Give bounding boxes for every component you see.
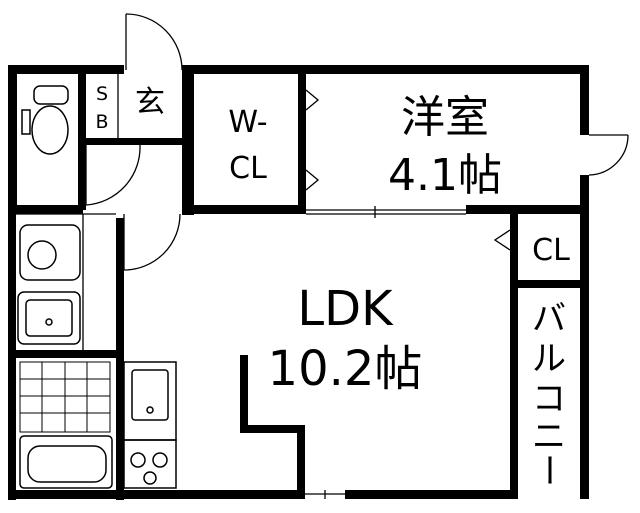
labels: 玄 S B W- CL 洋室 4.1帖 CL LDK 10.2帖 バ ル コ ニ… bbox=[95, 83, 570, 487]
ldk-name: LDK bbox=[297, 281, 394, 337]
western-room-name: 洋室 bbox=[401, 92, 489, 143]
balcony-char-4: ニ bbox=[532, 417, 566, 457]
balcony-label: バ ル コ ニ ー bbox=[528, 299, 568, 487]
washroom-door-arc bbox=[123, 213, 181, 271]
balcony-char-2: ル bbox=[532, 339, 566, 379]
doors bbox=[85, 13, 629, 271]
balcony-char-5: ー bbox=[528, 453, 568, 487]
balcony-char-3: コ bbox=[532, 379, 566, 419]
entrance-door-arc bbox=[125, 13, 183, 71]
walk-in-closet-label-2: CL bbox=[229, 151, 267, 186]
walk-in-closet-label-1: W- bbox=[228, 105, 267, 140]
shoe-box-label-b: B bbox=[95, 111, 108, 133]
bathtub-icon bbox=[19, 435, 113, 489]
ldk-size: 10.2帖 bbox=[268, 341, 423, 397]
western-room-size: 4.1帖 bbox=[388, 150, 502, 201]
washing-machine-icon bbox=[17, 291, 81, 345]
kitchen-sink-icon bbox=[123, 361, 177, 441]
genkan-label: 玄 bbox=[135, 85, 165, 120]
closet-label: CL bbox=[532, 233, 570, 268]
shoe-box-label-s: S bbox=[96, 83, 108, 105]
toilet-icon bbox=[21, 85, 69, 155]
fixtures bbox=[17, 85, 177, 489]
thin-lines bbox=[16, 74, 518, 499]
balcony-char-1: バ bbox=[532, 299, 566, 339]
stove-icon bbox=[123, 439, 177, 489]
bath-floor-tiles bbox=[19, 361, 111, 433]
washbasin-icon bbox=[19, 224, 81, 281]
toilet-door-arc bbox=[85, 144, 141, 206]
